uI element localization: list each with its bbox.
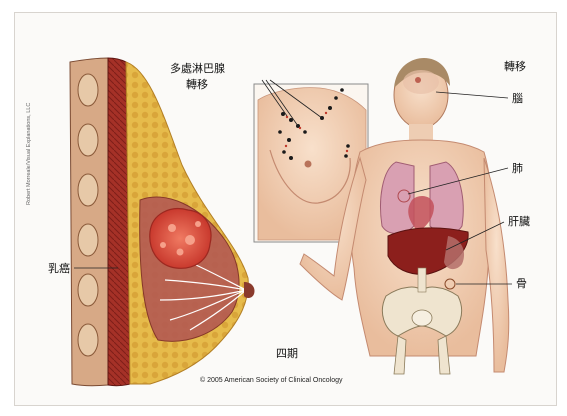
label-lymph-nodes-line2: 轉移 bbox=[186, 78, 208, 91]
tumor bbox=[150, 209, 211, 269]
copyright: © 2005 American Society of Clinical Onco… bbox=[200, 376, 343, 384]
artist-credit: Robert Morreale/Visual Explanations, LLC bbox=[26, 103, 32, 205]
stage-label: 四期 bbox=[276, 347, 298, 360]
label-lung: 肺 bbox=[512, 162, 523, 175]
label-liver: 肝臟 bbox=[508, 214, 530, 228]
nipple-exterior bbox=[305, 161, 312, 168]
label-metastasis: 轉移 bbox=[504, 60, 526, 73]
label-lymph-nodes-line1: 多處淋巴腺 bbox=[170, 61, 225, 75]
label-brain: 腦 bbox=[512, 91, 523, 105]
label-breast-cancer: 乳癌 bbox=[48, 261, 70, 275]
label-bone: 骨 bbox=[516, 277, 527, 290]
brain bbox=[403, 70, 439, 94]
nipple bbox=[244, 282, 255, 298]
breast-cross-section bbox=[70, 58, 255, 386]
arm-right bbox=[484, 158, 509, 372]
